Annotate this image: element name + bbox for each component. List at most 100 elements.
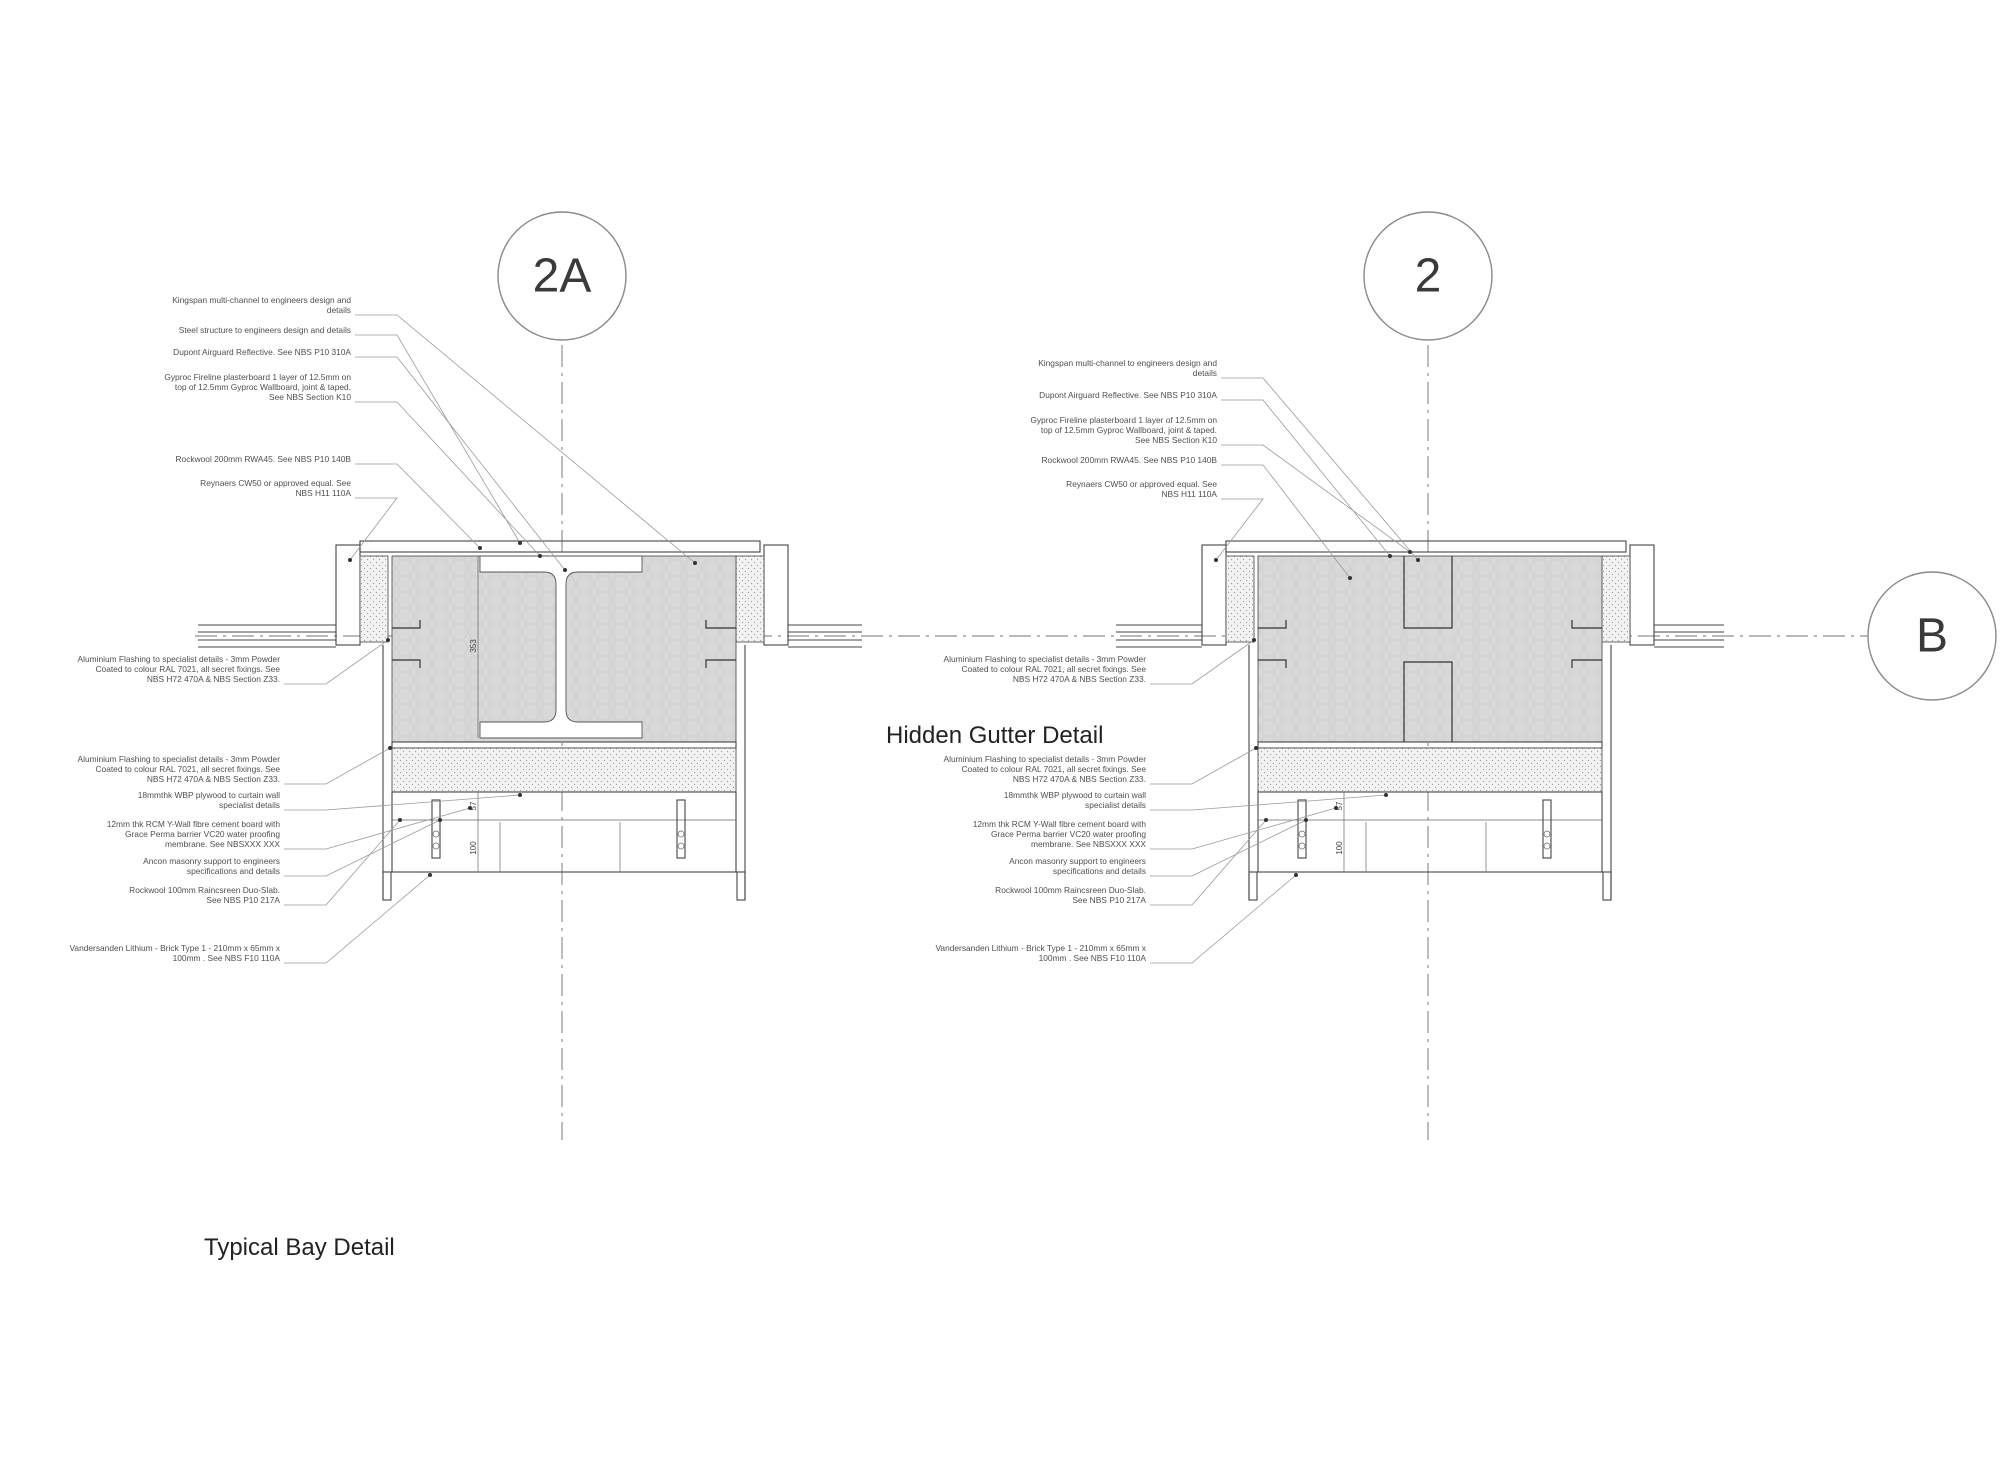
grid-marker-b-label: B	[1916, 610, 1948, 663]
notes-2a-bottom-leader-5	[284, 819, 401, 906]
soffit-band-2	[1257, 741, 1603, 749]
notes-2-bottom-note-3: 12mm thk RCM Y-Wall fibre cement board w…	[973, 819, 1147, 849]
notes-2a-bottom-note-0: Aluminium Flashing to specialist details…	[78, 654, 281, 684]
dim-57-2: 57	[1335, 801, 1344, 810]
notes-2a-bottom-leader-0	[284, 639, 389, 685]
notes-2a-bottom-leader-dot-2	[518, 793, 522, 797]
grid-marker-2a-label: 2A	[533, 250, 592, 303]
grid-marker-2-label: 2	[1415, 250, 1442, 303]
curtain-wall-right-2a	[763, 544, 789, 646]
raincreen-slab-2a	[391, 747, 737, 793]
notes-2-bottom-leader-dot-2	[1384, 793, 1388, 797]
title-typical-bay: Typical Bay Detail	[204, 1234, 395, 1261]
grid-marker-b: B	[1867, 571, 1997, 701]
curtain-wall-right-2	[1629, 544, 1655, 646]
notes-2a-top-leader-4	[355, 463, 481, 549]
notes-2a-bottom-note-1: Aluminium Flashing to specialist details…	[78, 754, 281, 784]
notes-2a-bottom-leader-2	[284, 794, 521, 811]
raincreen-slab-2	[1257, 747, 1603, 793]
soffit-band-2a	[391, 741, 737, 749]
insulation-left-2a	[359, 555, 389, 643]
notes-2-top-leader-dot-1	[1388, 554, 1392, 558]
notes-2-bottom-leader-5	[1150, 819, 1267, 906]
notes-2-bottom-leader-3	[1150, 807, 1337, 850]
notes-2a-bottom-note-5: Rockwool 100mm Raincsreen Duo-Slab.See N…	[129, 885, 280, 905]
steel-beam-2a	[479, 555, 643, 739]
detail-2: 57 100	[1116, 540, 1724, 901]
notes-2-top-leader-dot-0	[1416, 558, 1420, 562]
notes-2-bottom-leader-0	[1150, 639, 1255, 685]
notes-2a-top-leader-2	[355, 356, 566, 571]
notes-2a-top-leader-0	[355, 314, 696, 564]
title-hidden-gutter: Hidden Gutter Detail	[886, 722, 1103, 749]
notes-2-bottom-leader-dot-4	[1304, 818, 1308, 822]
notes-2a-top-leader-dot-4	[478, 546, 482, 550]
notes-2-bottom-leader-dot-6	[1294, 873, 1298, 877]
notes-2a-bottom: Aluminium Flashing to specialist details…	[69, 638, 522, 964]
notes-2-top-leader-dot-3	[1348, 576, 1352, 580]
notes-2-top-note-3: Rockwool 200mm RWA45. See NBS P10 140B	[1042, 455, 1218, 465]
dim-353-2a: 353	[469, 639, 478, 653]
notes-2a-bottom-leader-dot-3	[468, 806, 472, 810]
notes-2-top-note-2: Gyproc Fireline plasterboard 1 layer of …	[1030, 415, 1217, 445]
notes-2-bottom: Aluminium Flashing to specialist details…	[935, 638, 1388, 964]
notes-2-top-leader-4	[1215, 498, 1264, 561]
grid-marker-2: 2	[1363, 211, 1493, 341]
notes-2a-bottom-leader-dot-4	[438, 818, 442, 822]
dim-100-2: 100	[1335, 841, 1344, 855]
notes-2a-bottom-leader-dot-0	[386, 638, 390, 642]
notes-2a-top-note-4: Rockwool 200mm RWA45. See NBS P10 140B	[176, 454, 352, 464]
notes-2a-top-leader-dot-3	[538, 554, 542, 558]
notes-2a-top-note-1: Steel structure to engineers design and …	[179, 325, 351, 335]
notes-2a-bottom-note-3: 12mm thk RCM Y-Wall fibre cement board w…	[107, 819, 281, 849]
notes-2-bottom-leader-dot-5	[1264, 818, 1268, 822]
notes-2-bottom-leader-dot-3	[1334, 806, 1338, 810]
notes-2a-bottom-leader-6	[284, 874, 431, 964]
notes-2a-bottom-leader-dot-5	[398, 818, 402, 822]
notes-2a-top-leader-dot-1	[518, 541, 522, 545]
notes-2-bottom-leader-1	[1150, 747, 1257, 785]
brick-zone-2a	[391, 791, 737, 873]
notes-2a-bottom-note-6: Vandersanden Lithium - Brick Type 1 - 21…	[69, 943, 280, 963]
notes-2a-top-leader-dot-5	[348, 558, 352, 562]
notes-2a-bottom-leader-3	[284, 807, 471, 850]
brick-zone-2	[1257, 791, 1603, 873]
grid-marker-2a: 2A	[497, 211, 627, 341]
notes-2-top-note-1: Dupont Airguard Reflective. See NBS P10 …	[1039, 390, 1217, 400]
notes-2-bottom-leader-dot-1	[1254, 746, 1258, 750]
notes-2-top-leader-dot-4	[1214, 558, 1218, 562]
notes-2-bottom-leader-dot-0	[1252, 638, 1256, 642]
notes-2-bottom-leader-4	[1150, 819, 1307, 877]
notes-2a-top-note-0: Kingspan multi-channel to engineers desi…	[172, 295, 351, 315]
dim-100-2a: 100	[469, 841, 478, 855]
notes-2-top-leader-1	[1221, 399, 1391, 557]
notes-2a-top: Kingspan multi-channel to engineers desi…	[164, 295, 697, 572]
notes-2a-top-leader-5	[349, 497, 398, 561]
insulation-right-2a	[735, 555, 765, 643]
rockwool-block-2	[1257, 555, 1603, 743]
notes-2-top-note-0: Kingspan multi-channel to engineers desi…	[1038, 358, 1217, 378]
notes-2-top-leader-0	[1221, 377, 1419, 561]
notes-2-bottom-note-5: Rockwool 100mm Raincsreen Duo-Slab.See N…	[995, 885, 1146, 905]
insulation-right-2	[1601, 555, 1631, 643]
notes-2-bottom-note-0: Aluminium Flashing to specialist details…	[944, 654, 1147, 684]
notes-2-bottom-note-6: Vandersanden Lithium - Brick Type 1 - 21…	[935, 943, 1146, 963]
notes-2-bottom-leader-2	[1150, 794, 1387, 811]
detail-2a: 353 57 100	[198, 540, 862, 901]
coping-2a	[359, 540, 761, 553]
notes-2a-top-leader-dot-2	[563, 568, 567, 572]
notes-2a-top-leader-dot-0	[693, 561, 697, 565]
notes-2-top-leader-dot-2	[1408, 550, 1412, 554]
notes-2-bottom-note-1: Aluminium Flashing to specialist details…	[944, 754, 1147, 784]
insulation-left-2	[1225, 555, 1255, 643]
dim-57-2a: 57	[469, 801, 478, 810]
notes-2-bottom-leader-6	[1150, 874, 1297, 964]
notes-2a-top-note-3: Gyproc Fireline plasterboard 1 layer of …	[164, 372, 351, 402]
